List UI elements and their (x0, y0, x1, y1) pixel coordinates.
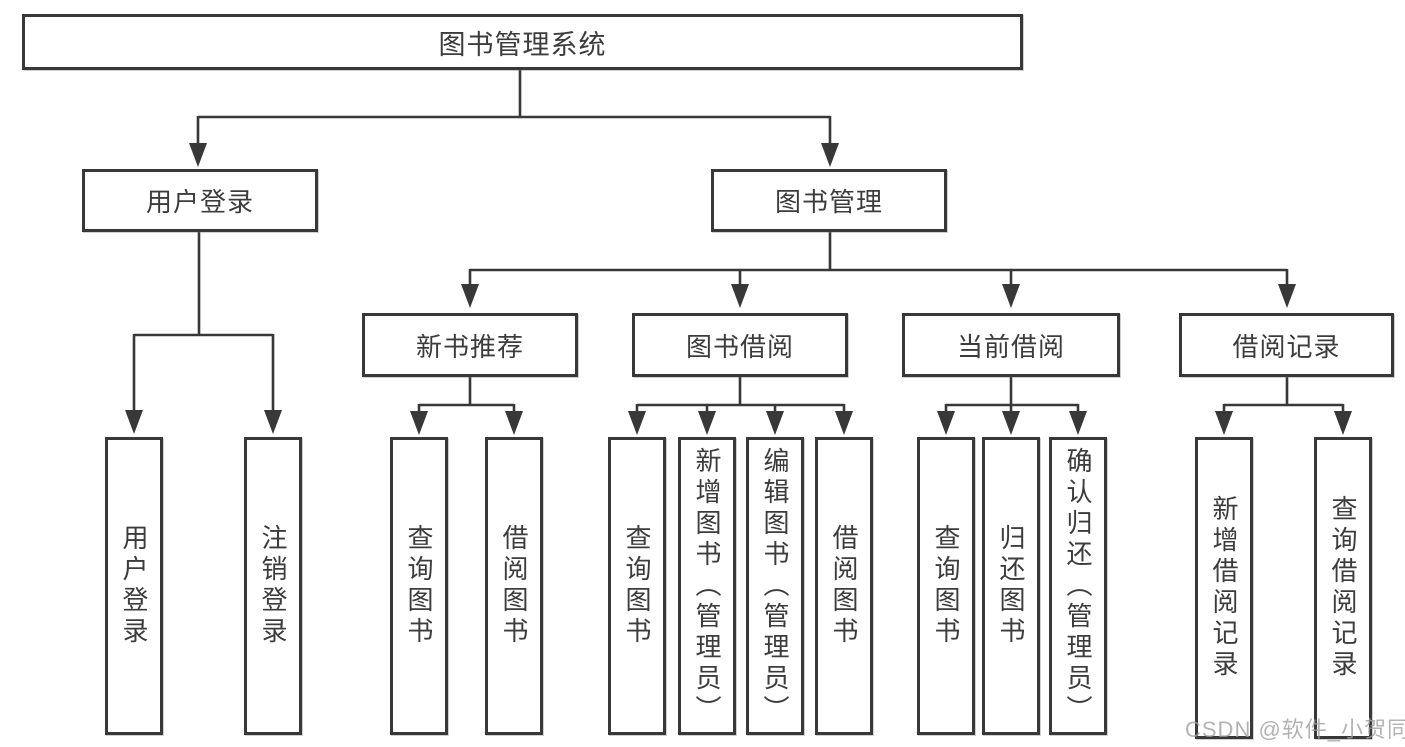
leaf-br-add-borrow-record: 新增借阅记录 (1195, 437, 1253, 739)
node-book-borrowing: 图书借阅 (632, 313, 848, 377)
node-root-library-management-system: 图书管理系统 (22, 14, 1023, 70)
node-book-management: 图书管理 (711, 169, 947, 232)
node-borrowing-records: 借阅记录 (1179, 313, 1394, 377)
node-user-login: 用户登录 (82, 169, 318, 232)
leaf-user-login: 用户登录 (105, 437, 163, 735)
leaf-nb-borrow-books: 借阅图书 (485, 437, 543, 735)
leaf-cb-confirm-return-admin: 确认归还（管理员） (1049, 437, 1107, 735)
leaf-bb-borrow-books: 借阅图书 (815, 437, 873, 735)
csdn-watermark: CSDN @软件_小贺同学 (1185, 717, 1405, 742)
leaf-nb-query-books: 查询图书 (390, 437, 448, 735)
leaf-cb-return-books: 归还图书 (982, 437, 1040, 735)
leaf-logout-login: 注销登录 (244, 437, 302, 735)
node-current-borrowing: 当前借阅 (902, 313, 1120, 377)
node-new-book-recommend: 新书推荐 (362, 313, 578, 377)
leaf-bb-add-books-admin: 新增图书（管理员） (678, 437, 736, 735)
leaf-bb-query-books: 查询图书 (608, 437, 666, 735)
connector-stems (132, 69, 1345, 418)
leaf-br-query-borrow-record: 查询借阅记录 (1314, 437, 1372, 739)
arrowheads (125, 143, 1352, 435)
leaf-cb-query-books: 查询图书 (917, 437, 975, 735)
leaf-bb-edit-books-admin: 编辑图书（管理员） (746, 437, 804, 735)
